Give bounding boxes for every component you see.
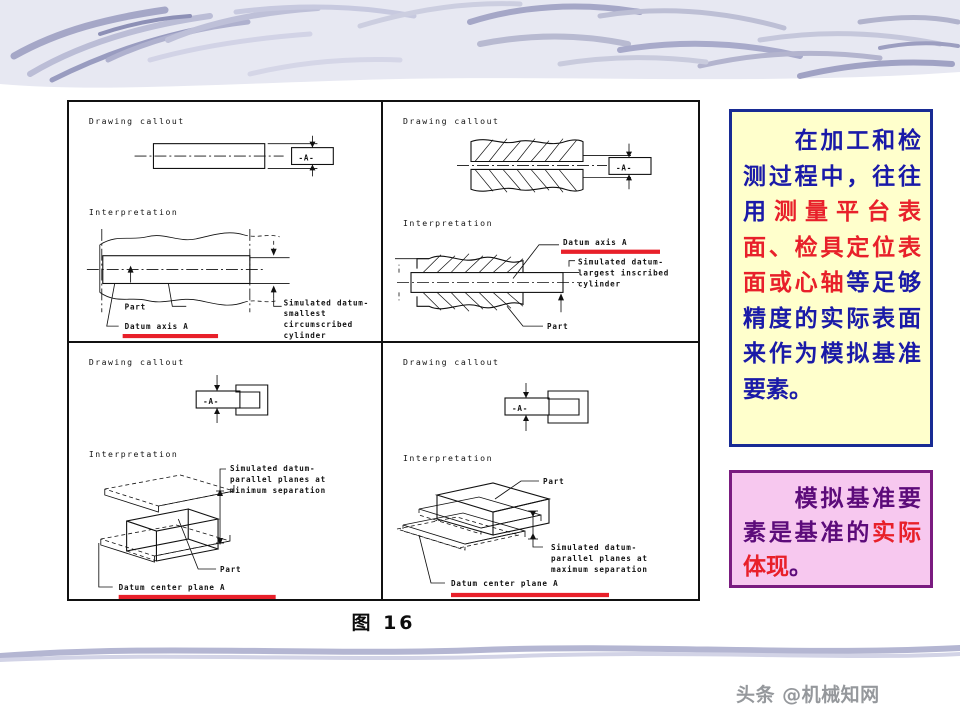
label-sim-datum-line4-tl: cylinder <box>284 331 327 340</box>
figure-quadrant-top-right: Drawing callout <box>383 102 698 343</box>
header-decoration-band <box>0 0 960 95</box>
label-sim-datum-line3-bl: minimum separation <box>230 486 326 495</box>
watermark-text: 头条 @机械知网 <box>736 684 880 706</box>
datum-symbol-tl: -A- <box>299 154 315 163</box>
label-sim-datum-line2-tr: largest inscribed <box>578 269 669 278</box>
label-sim-datum-line1-tl: Simulated datum- <box>284 298 369 307</box>
label-part-br: Part <box>543 477 565 486</box>
interpretation-title-tl: Interpretation <box>89 207 178 217</box>
interpretation-title-bl: Interpretation <box>89 449 178 459</box>
label-sim-datum-line1-br: Simulated datum- <box>551 543 637 552</box>
label-sim-datum-line3-tl: circumscribed <box>284 320 353 329</box>
note-yellow-seg2-highlight: 测量平台表面、检具定位表面或心轴 <box>743 199 921 296</box>
interpretation-title-br: Interpretation <box>403 453 493 463</box>
callout-title-tl: Drawing callout <box>89 116 185 126</box>
datum-symbol-br: -A- <box>512 404 528 413</box>
label-sim-datum-line1-tr: Simulated datum- <box>578 258 664 267</box>
interpretation-title-tr: Interpretation <box>403 218 493 228</box>
label-sim-datum-line2-br: parallel planes at <box>551 554 648 563</box>
note-yellow-seg1: 在加工和检测过程中，往往用 <box>743 128 921 225</box>
label-datum-axis-tl: Datum axis A <box>125 322 189 331</box>
label-sim-datum-line3-tr: cylinder <box>578 279 621 288</box>
callout-title-br: Drawing callout <box>403 357 499 367</box>
figure-quadrant-top-left: Drawing callout -A- Interpretation <box>69 102 383 343</box>
label-sim-datum-line2-bl: parallel planes at <box>230 475 326 484</box>
callout-title-tr: Drawing callout <box>403 116 499 126</box>
note-pink-seg1: 模拟基准要素是基准的 <box>743 486 921 546</box>
note-pink-seg2-highlight: 实际体现 <box>743 520 922 580</box>
datum-symbol-bl: -A- <box>203 397 219 406</box>
label-datum-axis-tr: Datum axis A <box>563 238 627 247</box>
callout-title-bl: Drawing callout <box>89 357 185 367</box>
note-box-yellow: 在加工和检测过程中，往往用测量平台表面、检具定位表面或心轴等足够精度的实际表面来… <box>729 109 933 447</box>
label-sim-datum-line1-bl: Simulated datum- <box>230 464 315 473</box>
figure-quadrant-bottom-right: Drawing callout -A- Interpretation <box>383 343 698 599</box>
label-part-tr: Part <box>547 322 568 331</box>
figure-quadrant-bottom-left: Drawing callout -A- Interpretation <box>69 343 383 599</box>
datum-symbol-tr: -A- <box>616 163 632 172</box>
label-sim-datum-line3-br: maximum separation <box>551 565 648 574</box>
label-sim-datum-line2-tl: smallest <box>284 309 327 318</box>
figure-caption: 图 16 <box>351 612 416 634</box>
label-part-bl: Part <box>220 565 241 574</box>
technical-figure-frame: Drawing callout -A- Interpretation <box>67 100 700 601</box>
header-brush-strokes <box>0 0 960 88</box>
note-yellow-seg3: 等足够精度的实际表面来作为模拟基准要素。 <box>743 270 922 403</box>
label-datum-center-plane-bl: Datum center plane A <box>119 583 226 592</box>
note-box-pink: 模拟基准要素是基准的实际体现。 <box>729 470 933 588</box>
label-part-tl: Part <box>125 302 146 311</box>
label-datum-center-plane-br: Datum center plane A <box>451 579 558 588</box>
note-pink-seg3: 。 <box>789 554 812 580</box>
